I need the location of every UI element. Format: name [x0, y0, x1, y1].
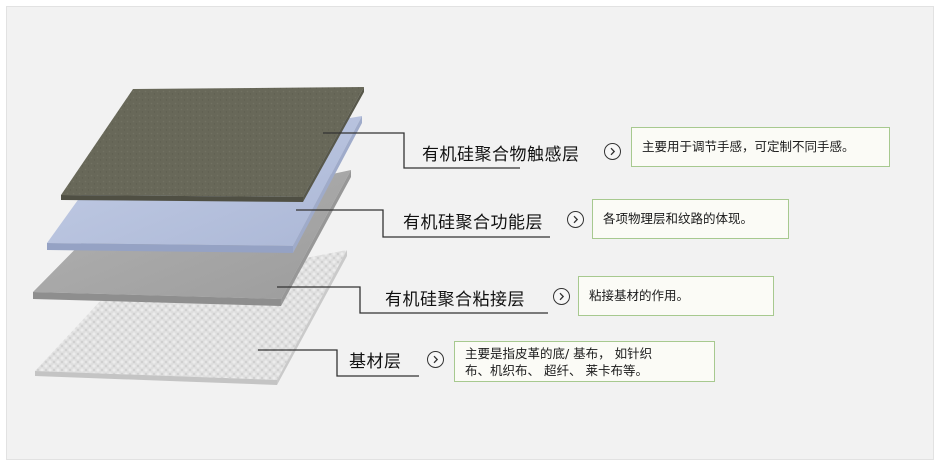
layer-label-tactile: 有机硅聚合物触感层 — [422, 145, 580, 165]
leader-lines — [258, 132, 550, 377]
description-box-tactile: 主要用于调节手感，可定制不同手感。 — [631, 127, 890, 167]
layer-tactile — [61, 87, 364, 202]
description-box-base: 主要是指皮革的底/ 基布， 如针织 布、机织布、 超纤、 莱卡布等。 — [454, 341, 715, 382]
chevron-right-circle-icon[interactable] — [567, 211, 584, 228]
description-base-line-2: 布、机织布、 超纤、 莱卡布等。 — [465, 363, 648, 378]
chevron-right-circle-icon[interactable] — [604, 143, 621, 160]
description-tactile: 主要用于调节手感，可定制不同手感。 — [642, 139, 855, 154]
description-adhesive: 粘接基材的作用。 — [589, 288, 690, 303]
chevron-right-circle-icon[interactable] — [553, 288, 570, 305]
layer-label-base: 基材层 — [349, 352, 402, 372]
layer-label-adhesive: 有机硅聚合粘接层 — [385, 290, 525, 310]
description-functional: 各项物理层和纹路的体现。 — [603, 211, 754, 226]
description-box-functional: 各项物理层和纹路的体现。 — [592, 199, 789, 239]
description-base-line-1: 主要是指皮革的底/ 基布， 如针织 — [465, 346, 653, 361]
description-box-adhesive: 粘接基材的作用。 — [578, 276, 774, 316]
layer-label-functional: 有机硅聚合功能层 — [403, 213, 543, 233]
chevron-right-circle-icon[interactable] — [427, 351, 444, 368]
